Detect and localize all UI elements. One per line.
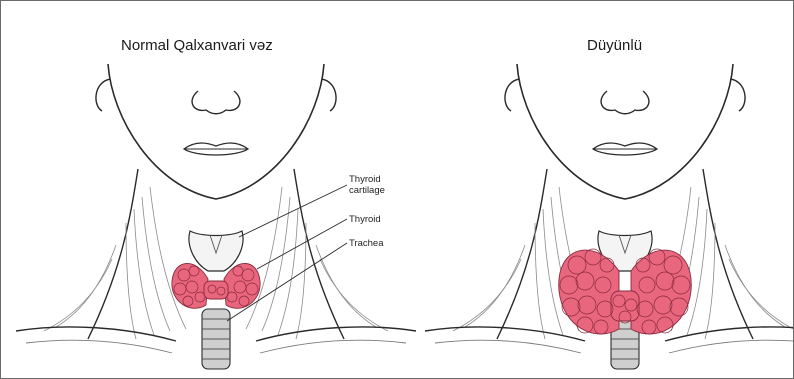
label-thyroid: Thyroid	[349, 214, 381, 225]
label-trachea: Trachea	[349, 238, 384, 249]
label-thyroid-cartilage-line1: Thyroid	[349, 174, 381, 185]
panel-title-nodular: Düyünlü	[587, 37, 642, 54]
panel-title-normal: Normal Qalxanvari vəz	[121, 37, 273, 54]
label-thyroid-cartilage-line2: cartilage	[349, 185, 385, 196]
neck-right	[425, 64, 793, 369]
